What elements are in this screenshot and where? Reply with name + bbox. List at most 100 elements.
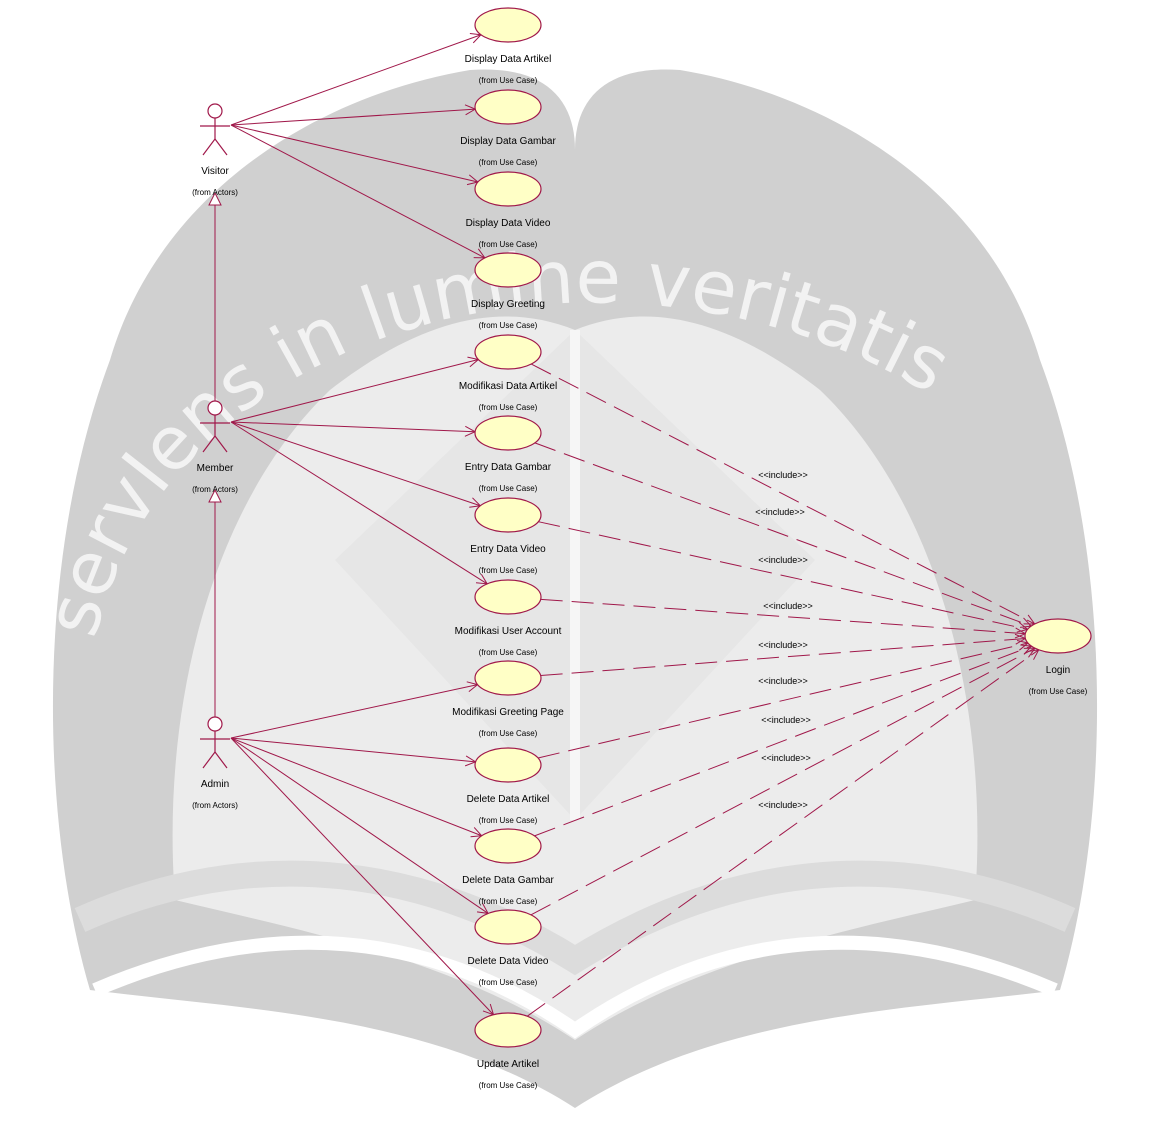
use-case-ellipse: [474, 171, 542, 207]
use-case-uc1[interactable]: Display Data Artikel(from Use Case): [465, 7, 552, 85]
use-case-uc5[interactable]: Modifikasi Data Artikel(from Use Case): [459, 334, 557, 412]
include-label: <<include>>: [758, 470, 808, 480]
use-case-uc9[interactable]: Modifikasi Greeting Page (from Use Case): [452, 660, 564, 738]
use-case-name: Login: [1046, 665, 1070, 676]
include-uc10-login: [537, 643, 1028, 759]
use-case-ellipse: [1024, 618, 1092, 654]
include-uc5-login: [531, 363, 1034, 624]
crest-arc-1: [74, 860, 1076, 976]
use-case-ellipse: [474, 89, 542, 125]
include-uc7-login: [538, 521, 1027, 630]
actor-source: (from Actors): [192, 801, 238, 810]
use-case-uc10[interactable]: Delete Data Artikel(from Use Case): [467, 747, 550, 825]
include-label: <<include>>: [755, 507, 805, 517]
actor-name: Visitor: [201, 166, 229, 177]
use-case-ellipse: [474, 497, 542, 533]
use-case-uc7[interactable]: Entry Data Video (from Use Case): [470, 497, 546, 575]
use-case-uc11[interactable]: Delete Data Gambar (from Use Case): [462, 828, 555, 906]
actor-figure-icon: [200, 716, 230, 769]
actor-name: Admin: [201, 779, 229, 790]
actor-source: (from Actors): [192, 188, 238, 197]
use-case-name: Entry Data Gambar: [465, 462, 552, 473]
use-case-ellipse: [474, 909, 542, 945]
use-case-ellipse: [474, 747, 542, 783]
include-uc9-login: [540, 638, 1026, 677]
use-case-name: Display Greeting: [471, 299, 545, 310]
use-case-source: (from Use Case): [479, 566, 538, 575]
use-case-source: (from Use Case): [479, 321, 538, 330]
use-case-uc6[interactable]: Entry Data Gambar (from Use Case): [465, 415, 552, 493]
use-case-source: (from Use Case): [479, 978, 538, 987]
include-label: <<include>>: [758, 800, 808, 810]
use-case-source: (from Use Case): [479, 648, 538, 657]
actor-member[interactable]: Member (from Actors): [192, 400, 238, 494]
association-visitor-uc3: [230, 124, 478, 182]
include-label: <<include>>: [763, 601, 813, 611]
use-case-uc3[interactable]: Display Data Video (from Use Case): [466, 171, 551, 249]
include-label: <<include>>: [758, 676, 808, 686]
use-case-uc2[interactable]: Display Data Gambar (from Use Case): [460, 89, 556, 167]
association-admin-uc12: [230, 737, 488, 913]
use-case-ellipse: [474, 415, 542, 451]
include-uc6-login: [534, 442, 1031, 626]
use-case-source: (from Use Case): [479, 897, 538, 906]
use-case-name: Modifikasi User Account: [455, 626, 562, 637]
use-case-name: Update Artikel: [477, 1059, 539, 1070]
use-case-ellipse: [474, 579, 542, 615]
association-member-uc6: [230, 421, 475, 432]
actor-admin[interactable]: Admin (from Actors): [192, 716, 238, 810]
include-label: <<include>>: [758, 555, 808, 565]
association-admin-uc11: [230, 737, 482, 836]
use-case-name: Delete Data Gambar: [462, 875, 554, 886]
use-case-source: (from Use Case): [479, 729, 538, 738]
association-visitor-uc2: [230, 109, 475, 126]
use-case-ellipse: [474, 252, 542, 288]
use-case-uc12[interactable]: Delete Data Video (from Use Case): [468, 909, 549, 987]
association-admin-uc9: [230, 685, 478, 739]
include-uc12-login: [530, 648, 1035, 916]
actor-source: (from Actors): [192, 485, 238, 494]
crest-ray-2: [575, 330, 815, 820]
use-case-ellipse: [474, 7, 542, 43]
use-case-uc13[interactable]: Update Artikel (from Use Case): [474, 1012, 542, 1090]
watermark-crest: servIens in lumine veritatis: [29, 69, 1098, 1109]
use-case-source: (from Use Case): [479, 76, 538, 85]
association-member-uc7: [230, 421, 480, 506]
association-admin-uc13: [230, 737, 494, 1015]
actor-figure-icon: [200, 400, 230, 453]
use-case-source: (from Use Case): [479, 158, 538, 167]
association-member-uc8: [230, 421, 487, 584]
association-visitor-uc4: [230, 124, 485, 258]
use-case-name: Delete Data Video: [468, 956, 549, 967]
include-uc8-login: [540, 598, 1026, 633]
use-case-source: (from Use Case): [1029, 687, 1088, 696]
actor-visitor[interactable]: Visitor (from Actors): [192, 103, 238, 197]
use-case-source: (from Use Case): [479, 1081, 538, 1090]
use-case-source: (from Use Case): [479, 484, 538, 493]
use-case-login[interactable]: Login (from Use Case): [1024, 618, 1092, 696]
actor-name: Member: [197, 463, 234, 474]
use-case-source: (from Use Case): [479, 240, 538, 249]
use-case-name: Modifikasi Greeting Page: [452, 707, 564, 718]
use-case-ellipse: [474, 660, 542, 696]
use-case-name: Entry Data Video: [470, 544, 546, 555]
include-label: <<include>>: [761, 715, 811, 725]
association-visitor-uc1: [230, 35, 481, 126]
use-case-name: Modifikasi Data Artikel: [459, 381, 557, 392]
use-case-name: Display Data Gambar: [460, 136, 556, 147]
use-case-uc8[interactable]: Modifikasi User Account (from Use Case): [455, 579, 562, 657]
use-case-ellipse: [474, 1012, 542, 1048]
association-admin-uc10: [230, 737, 476, 762]
include-uc13-login: [526, 650, 1038, 1017]
use-case-ellipse: [474, 334, 542, 370]
include-label: <<include>>: [761, 753, 811, 763]
include-label: <<include>>: [758, 640, 808, 650]
actor-figure-icon: [200, 103, 230, 156]
use-case-name: Display Data Video: [466, 218, 551, 229]
use-case-uc4[interactable]: Display Greeting (from Use Case): [471, 252, 545, 330]
use-case-name: Delete Data Artikel: [467, 794, 550, 805]
association-member-uc5: [230, 359, 478, 423]
crest-ray-1: [335, 330, 575, 820]
